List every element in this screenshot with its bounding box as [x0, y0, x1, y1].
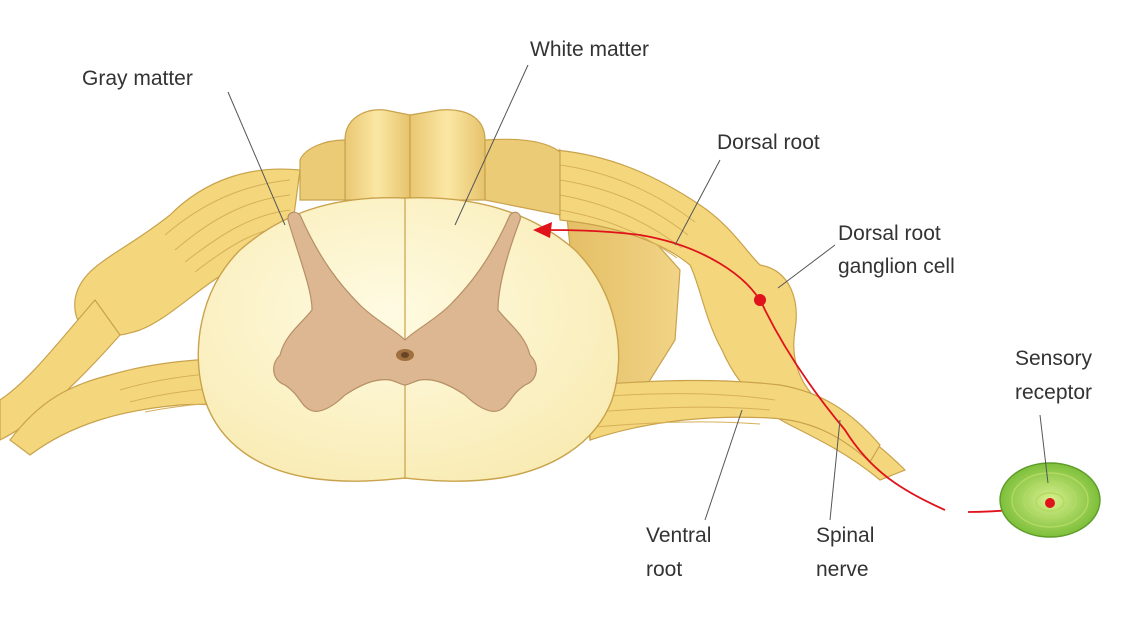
- sensory-receptor: [999, 462, 1101, 538]
- right-ventral-root: [589, 379, 881, 463]
- label-sensory-receptor-line1: Sensory: [1015, 347, 1093, 370]
- dorsal-columns: [299, 109, 561, 216]
- ganglion-cell-body: [754, 294, 766, 306]
- label-dorsal-root-ganglion-line2: ganglion cell: [838, 255, 955, 278]
- label-ventral-root-line1: Ventral: [646, 524, 712, 547]
- right-dorsal-root: [554, 149, 907, 481]
- label-dorsal-root: Dorsal root: [717, 131, 820, 154]
- left-dorsal-root: [0, 168, 301, 441]
- leader-lines: [227, 64, 1049, 521]
- label-dorsal-root-ganglion-line1: Dorsal root: [838, 222, 941, 245]
- label-spinal-nerve-line2: nerve: [816, 558, 869, 581]
- signal-arrowhead: [533, 222, 552, 238]
- gray-matter-butterfly: [273, 211, 537, 412]
- label-sensory-receptor-line2: receptor: [1015, 381, 1093, 404]
- label-white-matter: White matter: [530, 38, 650, 61]
- label-spinal-nerve-line1: Spinal: [816, 524, 875, 547]
- label-ventral-root-line2: root: [646, 558, 683, 581]
- label-gray-matter: Gray matter: [82, 67, 193, 90]
